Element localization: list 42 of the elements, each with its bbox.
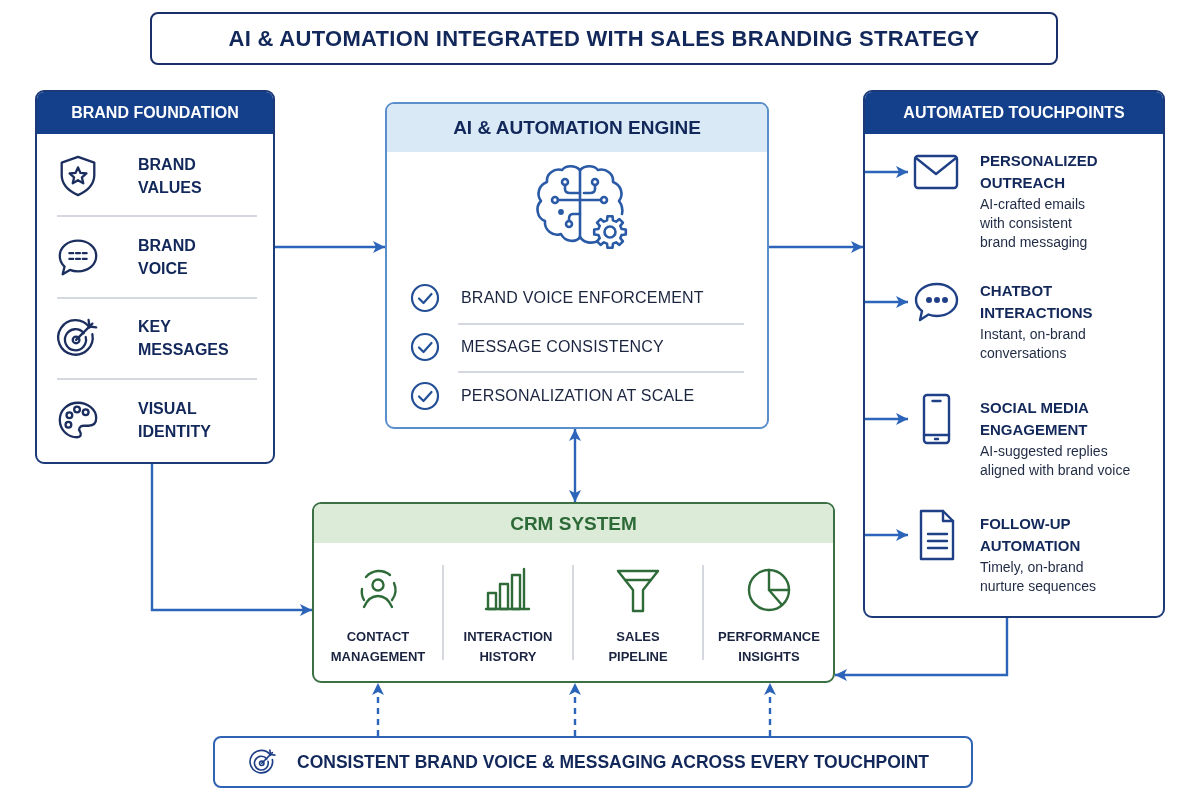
- arrow: [863, 296, 908, 308]
- touchpoint-description: AI-suggested replies aligned with brand voice: [980, 442, 1132, 480]
- arrow: [863, 413, 908, 425]
- feature-label: BRAND VOICE ENFORCEMENT: [461, 289, 704, 307]
- dashed-arrow: [372, 683, 384, 736]
- touchpoint-description: Instant, on-brand conversations: [980, 325, 1087, 363]
- module-label: SALES PIPELINE: [607, 628, 669, 666]
- dashed-arrow: [569, 683, 581, 736]
- panel-title: CRM SYSTEM: [510, 512, 637, 535]
- touchpoint-title: PERSONALIZED OUTREACH: [980, 151, 1099, 193]
- arrow: [863, 166, 908, 178]
- arrow: [150, 464, 312, 616]
- arrow: [769, 241, 863, 253]
- banner-text: CONSISTENT BRAND VOICE & MESSAGING ACROSS EVERY TOUCHPOINT: [297, 751, 930, 773]
- diagram-title: AI & AUTOMATION INTEGRATED WITH SALES BRANDING STRATEGY: [228, 25, 980, 52]
- item-label: KEY MESSAGES: [138, 317, 230, 360]
- panel-title: AUTOMATED TOUCHPOINTS: [903, 104, 1125, 122]
- feature-label: MESSAGE CONSISTENCY: [461, 338, 664, 356]
- arrow: [275, 241, 385, 253]
- module-label: INTERACTION HISTORY: [462, 628, 554, 666]
- arrow: [835, 618, 1009, 681]
- summary-banner: [213, 736, 973, 788]
- dashed-arrow: [764, 683, 776, 736]
- panel-title: AI & AUTOMATION ENGINE: [453, 117, 701, 139]
- panel: [35, 90, 275, 464]
- crm-panel: [312, 502, 835, 683]
- touchpoint-title: SOCIAL MEDIA ENGAGEMENT: [980, 398, 1090, 440]
- touchpoint-title: CHATBOT INTERACTIONS: [980, 281, 1094, 323]
- panel: [863, 90, 1165, 618]
- touchpoint-description: Timely, on-brand nurture sequences: [980, 558, 1097, 596]
- item-label: BRAND VOICE: [138, 236, 197, 279]
- double-arrow: [569, 429, 581, 502]
- item-label: VISUAL IDENTITY: [138, 399, 212, 442]
- module-label: CONTACT MANAGEMENT: [329, 628, 427, 666]
- feature-label: PERSONALIZATION AT SCALE: [461, 387, 695, 405]
- touchpoint-description: AI-crafted emails with consistent brand messaging: [980, 195, 1089, 252]
- engine-panel: [385, 102, 769, 429]
- item-label: BRAND VALUES: [138, 155, 203, 198]
- module-label: PERFORMANCE INSIGHTS: [717, 628, 821, 666]
- touchpoint-title: FOLLOW-UP AUTOMATION: [980, 514, 1082, 556]
- arrow: [863, 529, 908, 541]
- panel-title: BRAND FOUNDATION: [71, 104, 239, 122]
